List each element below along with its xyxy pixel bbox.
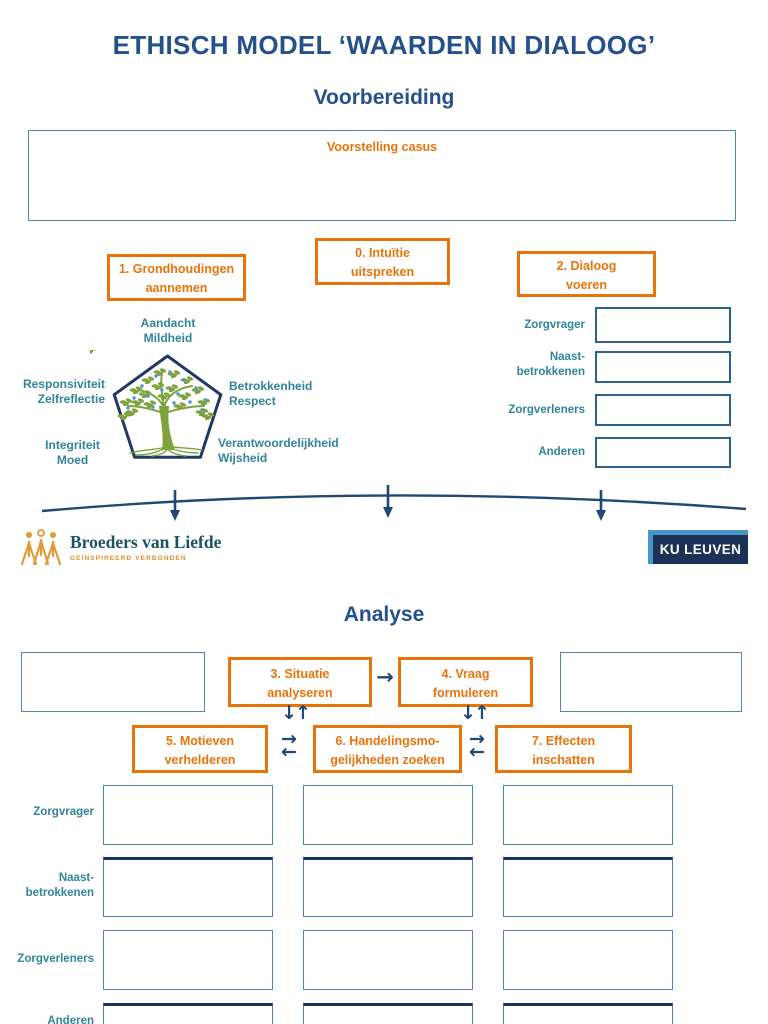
tree-icon [90, 350, 215, 457]
tree-leaves [90, 350, 215, 422]
casus-box: Voorstelling casus [28, 130, 736, 221]
down-arrow-icon [170, 485, 606, 521]
grid-field-anderen-effecten [503, 1003, 673, 1024]
casus-label: Voorstelling casus [326, 140, 438, 154]
participant-label-zorgvrager: Zorgvrager [524, 319, 585, 331]
participant-field-anderen [595, 437, 731, 468]
grid-field-naastbetrokkenen-handelingsmogelijkheden [303, 857, 473, 917]
grid-field-naastbetrokkenen-motieven [103, 857, 273, 917]
participant-field-zorgverleners [595, 394, 731, 426]
timeline-curve-arrows [41, 485, 747, 521]
arrow-updown-4to7-icon: ↓↑ [460, 702, 490, 724]
broeders-logo-tagline: GEÏNSPIREERD VERBONDEN [70, 555, 187, 562]
row-label-naastbetrokkenen: Naast-betrokkenen [25, 872, 94, 899]
participant-label-anderen: Anderen [538, 446, 585, 458]
pentagon-tree-graphic [90, 350, 223, 459]
broeders-van-liefde-logo: Broeders van Liefde GEÏNSPIREERD VERBOND… [20, 526, 221, 572]
grid-field-zorgverleners-handelingsmogelijkheden [303, 930, 473, 990]
step-2-dialoog-box: 2. Dialoog voeren [517, 251, 656, 297]
tree-fruits [126, 370, 207, 412]
row-label-zorgvrager: Zorgvrager [33, 806, 94, 818]
page-title: ETHISCH MODEL ‘WAARDEN IN DIALOOG’ [112, 30, 656, 60]
section-voorbereiding-title: Voorbereiding [313, 86, 455, 109]
arrow-leftright-6to7-icon: →← [469, 728, 485, 763]
grid-field-zorgvrager-effecten [503, 785, 673, 845]
step-1-grondhoudingen-box: 1. Grondhoudingen aannemen [107, 254, 246, 301]
grid-field-anderen-handelingsmogelijkheden [303, 1003, 473, 1024]
section-analyse-title: Analyse [343, 603, 425, 626]
grid-field-naastbetrokkenen-effecten [503, 857, 673, 917]
grid-field-zorgvrager-motieven [103, 785, 273, 845]
participant-label-zorgverleners: Zorgverleners [508, 404, 585, 416]
analyse-left-field [21, 652, 205, 712]
row-label-zorgverleners: Zorgverleners [17, 953, 94, 965]
participant-field-naastbetrokkenen [595, 351, 731, 383]
arrow-updown-3to5-icon: ↓↑ [281, 702, 311, 724]
grid-field-zorgverleners-effecten [503, 930, 673, 990]
grid-field-zorgvrager-handelingsmogelijkheden [303, 785, 473, 845]
grid-field-anderen-motieven [103, 1003, 273, 1024]
participant-field-zorgvrager [595, 307, 731, 343]
step-6-handelingsmogelijkheden-box: 6. Handelingsmo-gelijkheden zoeken [313, 725, 462, 773]
row-label-anderen: Anderen [47, 1015, 94, 1024]
arrow-right-3to4-icon: → [376, 665, 394, 689]
broeders-logo-name: Broeders van Liefde [70, 532, 222, 552]
pentagon-shape [112, 354, 223, 459]
grid-field-zorgverleners-motieven [103, 930, 273, 990]
participant-label-naastbetrokkenen: Naast-betrokkenen [516, 351, 585, 378]
kuleuven-logo: KU LEUVEN [648, 530, 748, 564]
step-0-intuitie-box: 0. Intuïtie uitspreken [315, 238, 450, 285]
arrow-leftright-5to6-icon: →← [281, 728, 297, 763]
analyse-right-field [560, 652, 742, 712]
broeders-figures-icon [20, 529, 62, 566]
